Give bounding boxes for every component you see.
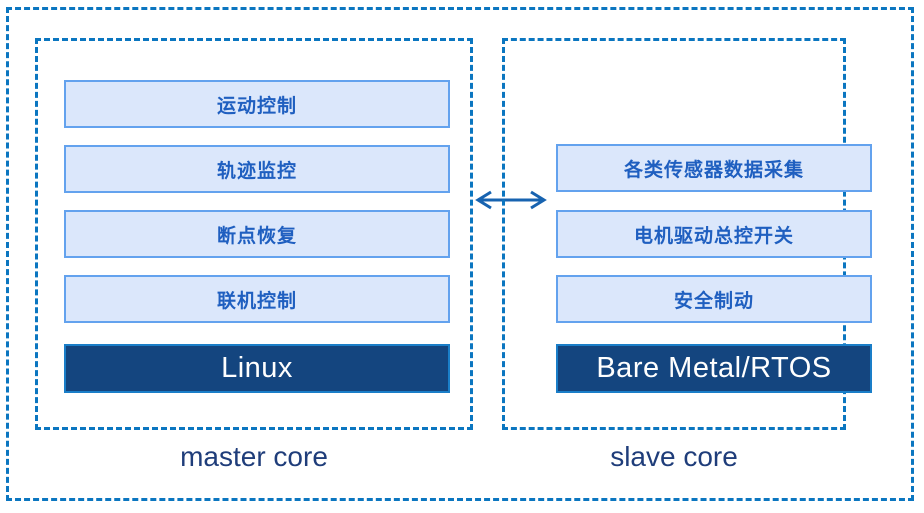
master-module-motion-control[interactable]: 运动控制 (64, 80, 450, 128)
slave-module-sensor-data-acquisition[interactable]: 各类传感器数据采集 (556, 144, 872, 192)
bidirectional-arrow-icon (474, 186, 548, 214)
slave-module-safety-braking[interactable]: 安全制动 (556, 275, 872, 323)
slave-module-motor-drive-master-switch[interactable]: 电机驱动总控开关 (556, 210, 872, 258)
master-core-panel (35, 38, 473, 430)
slave-core-caption: slave core (610, 441, 738, 472)
system-frame (6, 7, 914, 501)
master-platform-linux[interactable]: Linux (64, 344, 450, 393)
master-module-networked-control[interactable]: 联机控制 (64, 275, 450, 323)
master-core-caption: master core (180, 441, 328, 472)
master-module-trajectory-monitoring[interactable]: 轨迹监控 (64, 145, 450, 193)
master-module-breakpoint-recovery[interactable]: 断点恢复 (64, 210, 450, 258)
slave-platform-bare-metal-rtos[interactable]: Bare Metal/RTOS (556, 344, 872, 393)
